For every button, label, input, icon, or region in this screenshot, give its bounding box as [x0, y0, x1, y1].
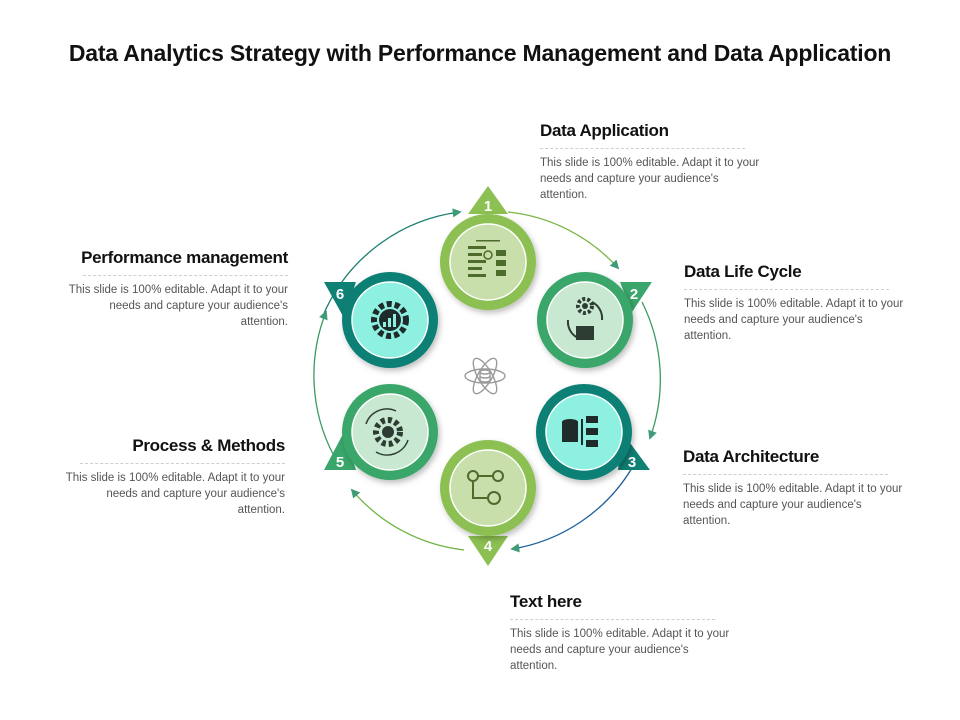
step-5-divider: [80, 463, 285, 464]
dashboard-report-icon: [468, 240, 506, 277]
gear-cycle-box-icon: [566, 297, 604, 340]
step-6-tab: [324, 282, 356, 318]
step-2-tab: [620, 282, 652, 312]
step-2-number: 2: [630, 286, 638, 303]
step-5-block: Process & Methods This slide is 100% edi…: [60, 436, 286, 518]
step-5-node: 5: [324, 384, 438, 480]
step-5-number: 5: [336, 454, 344, 471]
cycle-arrows: [313, 208, 661, 553]
step-3-block: Data Architecture This slide is 100% edi…: [683, 447, 908, 529]
step-1-block: Data Application This slide is 100% edit…: [540, 121, 765, 203]
step-4-node: 4: [440, 440, 536, 566]
step-1-number: 1: [484, 198, 492, 215]
step-5-description: This slide is 100% editable. Adapt it to…: [65, 472, 285, 516]
step-4-divider: [510, 619, 715, 620]
slide-title: Data Analytics Strategy with Performance…: [68, 40, 892, 66]
gear-refresh-icon: [365, 408, 409, 456]
step-4-number: 4: [484, 538, 493, 555]
step-2-node: 2: [537, 272, 652, 368]
step-2-block: Data Life Cycle This slide is 100% edita…: [684, 262, 909, 344]
arrow-2-to-3: [641, 301, 661, 440]
step-2-description: This slide is 100% editable. Adapt it to…: [684, 298, 904, 342]
arrow-4-to-5: [350, 488, 465, 551]
step-1-description: This slide is 100% editable. Adapt it to…: [540, 157, 760, 201]
step-3-number: 3: [628, 454, 636, 471]
step-6-block: Performance management This slide is 100…: [63, 248, 289, 330]
atom-database-icon: [464, 357, 506, 395]
step-4-block: Text here This slide is 100% editable. A…: [510, 592, 735, 674]
step-6-number: 6: [336, 286, 344, 303]
step-1-heading: Data Application: [540, 121, 669, 140]
step-3-description: This slide is 100% editable. Adapt it to…: [683, 483, 903, 527]
step-6-node: 6: [324, 272, 438, 368]
step-2-heading: Data Life Cycle: [684, 262, 802, 281]
step-4-tab: [468, 536, 508, 566]
step-1-node: 1: [440, 186, 536, 310]
step-6-heading: Performance management: [81, 248, 288, 267]
step-6-divider: [83, 275, 288, 276]
step-3-node: 3: [536, 384, 650, 480]
step-3-divider: [683, 474, 888, 475]
arrow-5-to-6: [313, 310, 335, 457]
gear-chart-icon: [371, 301, 409, 339]
step-1-divider: [540, 148, 745, 149]
database-hierarchy-icon: [562, 416, 598, 447]
arrow-6-to-1: [321, 208, 462, 319]
gears-flow-icon: [467, 470, 504, 505]
step-6-description: This slide is 100% editable. Adapt it to…: [68, 284, 288, 328]
step-5-tab: [324, 432, 356, 470]
step-3-heading: Data Architecture: [683, 447, 819, 466]
step-2-divider: [684, 289, 889, 290]
arrow-3-to-4: [510, 467, 633, 553]
step-1-tab: [468, 186, 508, 214]
step-5-heading: Process & Methods: [132, 436, 285, 455]
arrow-1-to-2: [507, 211, 620, 270]
step-4-heading: Text here: [510, 592, 582, 611]
step-4-description: This slide is 100% editable. Adapt it to…: [510, 628, 730, 672]
